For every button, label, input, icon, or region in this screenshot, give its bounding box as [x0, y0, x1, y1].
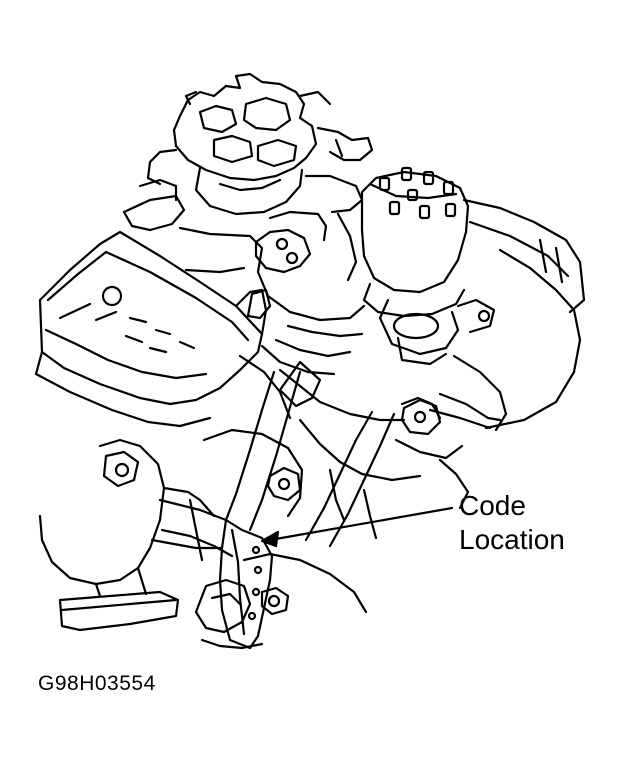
frame-rail	[226, 362, 490, 546]
lower-block	[196, 356, 420, 648]
callout-label-location: Location	[459, 524, 565, 555]
callout-arrow	[262, 508, 452, 546]
distributor	[362, 168, 494, 364]
figure-id: G98H03554	[38, 672, 156, 695]
valve-cover-left	[36, 232, 266, 426]
carburetor	[148, 74, 372, 214]
callout-label-code: Code	[459, 490, 526, 521]
exhaust-manifold	[40, 440, 232, 630]
mount-bracket	[152, 500, 272, 648]
intake-manifold	[124, 176, 364, 374]
